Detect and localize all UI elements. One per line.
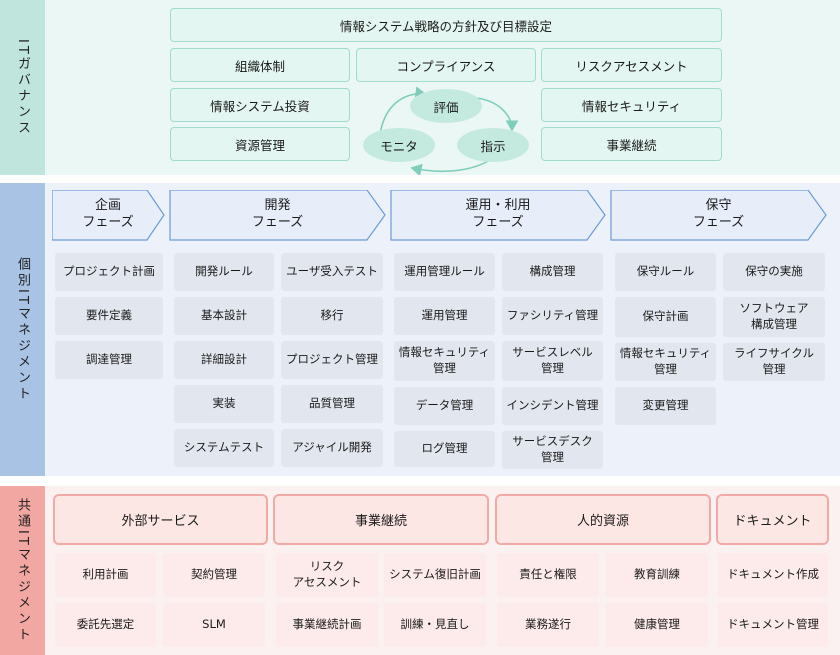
operation-item: サービスデスク 管理	[502, 431, 603, 469]
gov-right-2: 情報セキュリティ	[541, 88, 722, 122]
development-item: 詳細設計	[174, 341, 274, 379]
phase-development-title: 開発 フェーズ	[251, 198, 304, 230]
phase-arrow-operation	[390, 190, 606, 241]
common-item: リスク アセスメント	[276, 553, 378, 597]
cycle-evaluate: 評価	[410, 89, 482, 123]
common-item: システム復旧計画	[384, 553, 486, 597]
cycle-monitor: モニタ	[363, 128, 435, 162]
common-item: 健康管理	[606, 603, 708, 647]
development-item: 品質管理	[281, 385, 383, 423]
gov-right-3: 事業継続	[541, 127, 722, 161]
development-item: プロジェクト管理	[281, 341, 383, 379]
operation-item: 運用管理ルール	[394, 253, 495, 291]
phase-arrow-development	[169, 190, 386, 241]
development-item: アジャイル開発	[281, 429, 383, 467]
maintenance-item: 変更管理	[615, 387, 716, 425]
phase-operation-title: 運用・利用 フェーズ	[465, 198, 531, 230]
planning-item: 要件定義	[55, 297, 163, 335]
operation-item: 情報セキュリティ 管理	[394, 341, 495, 381]
common-item: 責任と権限	[497, 553, 599, 597]
common-item: 利用計画	[55, 553, 156, 597]
common-item: 訓練・見直し	[384, 603, 486, 647]
common-head-continuity: 事業継続	[273, 494, 489, 545]
operation-item: サービスレベル 管理	[502, 341, 603, 381]
common-item: ドキュメント作成	[718, 553, 828, 597]
development-item: 移行	[281, 297, 383, 335]
maintenance-item: ライフサイクル 管理	[723, 343, 825, 381]
planning-item: プロジェクト計画	[55, 253, 163, 291]
common-head-document: ドキュメント	[716, 494, 829, 545]
common-head-human: 人的資源	[495, 494, 711, 545]
gov-left-3: 資源管理	[170, 127, 350, 161]
common-item: 委託先選定	[55, 603, 156, 647]
maintenance-item: 保守ルール	[615, 253, 716, 291]
development-item: 開発ルール	[174, 253, 274, 291]
operation-item: データ管理	[394, 387, 495, 425]
operation-item: 構成管理	[502, 253, 603, 291]
common-item: 契約管理	[163, 553, 265, 597]
phase-arrow-planning	[52, 190, 165, 241]
development-item: システムテスト	[174, 429, 274, 467]
operation-item: ログ管理	[394, 431, 495, 467]
phase-planning-title: 企画 フェーズ	[82, 198, 134, 230]
individual-label: 個別ITマネジメント	[15, 256, 30, 403]
common-item: ドキュメント管理	[718, 603, 828, 647]
it-governance-label-bar: ITガバナンス	[0, 0, 45, 175]
common-head-external: 外部サービス	[53, 494, 268, 545]
development-item: 実装	[174, 385, 274, 423]
common-item: 事業継続計画	[276, 603, 378, 647]
operation-item: インシデント管理	[502, 387, 603, 425]
planning-item: 調達管理	[55, 341, 163, 379]
maintenance-item: ソフトウェア 構成管理	[723, 297, 825, 337]
maintenance-item: 保守計画	[615, 297, 716, 337]
development-item: ユーザ受入テスト	[281, 253, 383, 291]
gov-left-2: 情報システム投資	[170, 88, 350, 122]
common-label: 共通ITマネジメント	[15, 497, 30, 644]
maintenance-item: 保守の実施	[723, 253, 825, 291]
individual-label-bar: 個別ITマネジメント	[0, 183, 45, 476]
strategy-box: 情報システム戦略の方針及び目標設定	[170, 8, 722, 42]
gov-left-1: 組織体制	[170, 48, 350, 82]
compliance-box: コンプライアンス	[356, 48, 536, 82]
phase-arrow-maintenance	[610, 190, 827, 241]
it-governance-label: ITガバナンス	[15, 38, 30, 137]
development-item: 基本設計	[174, 297, 274, 335]
common-label-bar: 共通ITマネジメント	[0, 486, 45, 655]
phase-arrows	[52, 190, 827, 241]
maintenance-item: 情報セキュリティ 管理	[615, 343, 716, 381]
common-item: 教育訓練	[606, 553, 708, 597]
cycle-direct: 指示	[457, 128, 529, 162]
operation-item: ファシリティ管理	[502, 297, 603, 335]
gov-right-1: リスクアセスメント	[541, 48, 722, 82]
operation-item: 運用管理	[394, 297, 495, 335]
common-item: 業務遂行	[497, 603, 599, 647]
common-item: SLM	[163, 603, 265, 647]
phase-maintenance-title: 保守 フェーズ	[692, 198, 745, 230]
